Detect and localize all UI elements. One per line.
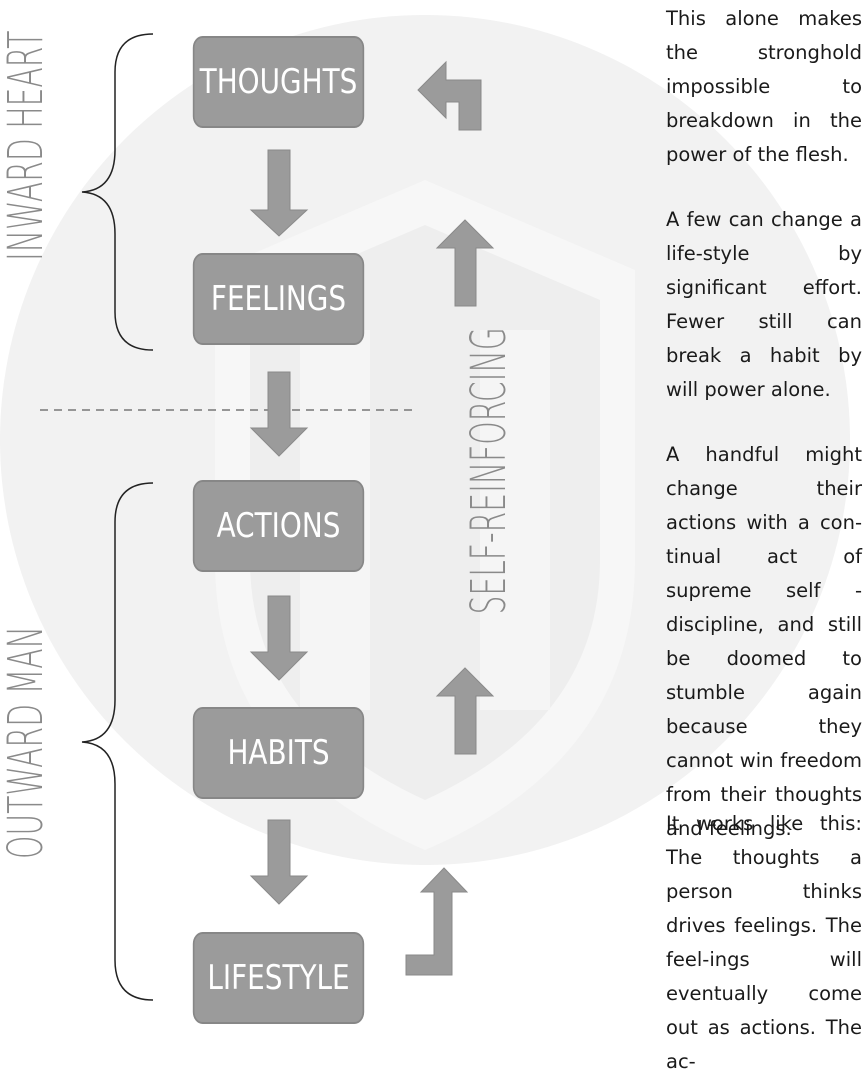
label-self-reinforcing: SELF-REINFORCING xyxy=(461,327,517,615)
arrow-down-icon xyxy=(249,149,309,237)
arrow-down-icon xyxy=(249,371,309,457)
outward-brace xyxy=(81,482,154,1001)
box-habits: HABITS xyxy=(192,707,365,799)
box-feelings: FEELINGS xyxy=(192,253,365,345)
label-outward-man: OUTWARD MAN xyxy=(0,626,54,859)
box-lifestyle: LIFESTYLE xyxy=(192,932,365,1024)
arrow-down-icon xyxy=(249,819,309,905)
paragraph-1: This alone makes the stronghold impossib… xyxy=(666,7,862,166)
label-inward-heart: INWARD HEART xyxy=(0,30,54,261)
paragraph-3: A handful might change their actions wit… xyxy=(666,443,862,840)
bent-arrow-icon xyxy=(405,867,469,976)
arrow-up-icon xyxy=(435,667,495,755)
box-actions: ACTIONS xyxy=(192,480,365,572)
inward-brace xyxy=(81,33,154,351)
paragraph-4: It works like this: The thoughts a perso… xyxy=(666,812,862,1073)
arrow-down-icon xyxy=(249,595,309,681)
arrow-up-icon xyxy=(435,219,495,307)
paragraph-2: A few can change a life-style by signifi… xyxy=(666,208,862,401)
box-thoughts: THOUGHTS xyxy=(192,36,365,128)
bent-arrow-icon xyxy=(417,60,482,131)
